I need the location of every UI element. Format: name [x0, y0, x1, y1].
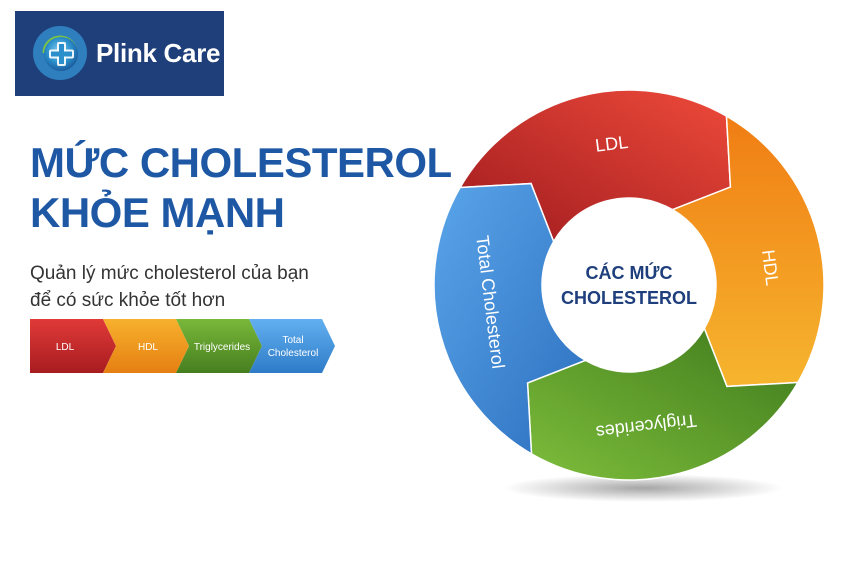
center-circle — [542, 198, 716, 372]
segment-hdl-label: HDL — [758, 249, 782, 287]
step-total-cholesterol: Total Cholesterol — [249, 319, 335, 373]
title-line-2: KHỎE MẠNH — [30, 189, 285, 236]
center-label-line-1: CÁC MỨC — [586, 262, 673, 283]
step-hdl: HDL — [103, 319, 189, 373]
segment-ldl-label: LDL — [594, 132, 629, 156]
cholesterol-steps: LDL HDL Triglycerides Total Cholesterol — [30, 319, 335, 373]
brand-name: Plink Care — [96, 38, 221, 68]
logo-banner: Plink Care — [15, 11, 224, 96]
subtitle-line-1: Quản lý mức cholesterol của bạn — [30, 263, 309, 284]
step-triglycerides: Triglycerides — [176, 319, 262, 373]
page-title: MỨC CHOLESTEROL KHỎE MẠNH — [30, 138, 452, 238]
step-triglycerides-label: Triglycerides — [194, 342, 250, 353]
step-ldl-label: LDL — [56, 342, 75, 353]
step-total-label-2: Cholesterol — [268, 348, 319, 359]
subtitle: Quản lý mức cholesterol của bạn để có sứ… — [30, 260, 309, 314]
medical-cross-icon — [33, 26, 87, 80]
step-hdl-label: HDL — [138, 342, 158, 353]
diagram-shadow — [503, 474, 783, 502]
center-label-line-2: CHOLESTEROL — [561, 288, 697, 308]
title-line-1: MỨC CHOLESTEROL — [30, 139, 452, 186]
subtitle-line-2: để có sức khỏe tốt hơn — [30, 290, 226, 311]
step-ldl: LDL — [30, 319, 116, 373]
step-total-label-1: Total — [282, 335, 303, 346]
